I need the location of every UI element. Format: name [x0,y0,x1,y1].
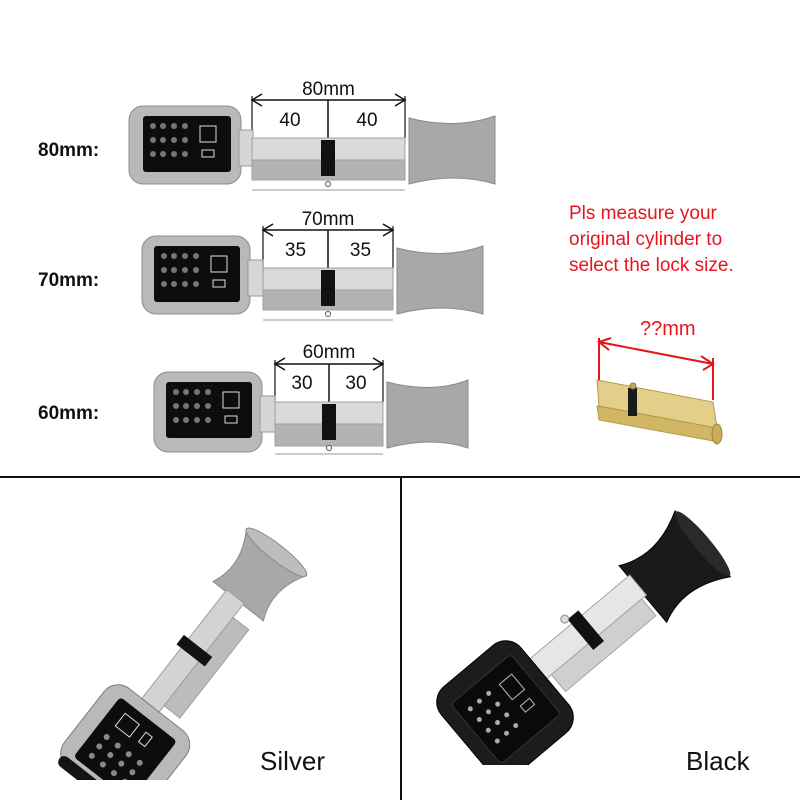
measure-label: ??mm [640,318,696,340]
section-divider-vertical [400,477,402,800]
dimension-right-half: 30 [345,373,367,394]
brass-cylinder-illustration [596,337,723,445]
size-label: 70mm: [38,270,100,291]
note-line: original cylinder to [569,229,723,250]
note-line: select the lock size. [569,255,734,276]
dimension-right-half: 40 [356,110,378,131]
size-label: 60mm: [38,403,100,424]
lock-diagram-80mm [128,93,496,191]
lock-diagram-70mm [141,223,484,321]
dimension-total: 80mm [302,79,355,100]
dimension-total: 60mm [302,342,356,363]
black-lock-photo [436,509,732,765]
size-label: 80mm: [38,140,100,161]
variant-label: Silver [260,746,326,776]
dimension-left-half: 35 [284,240,307,261]
variant-label: Black [686,746,750,776]
silver-lock-photo [58,527,308,780]
lock-diagram-60mm [153,357,469,455]
dimension-left-half: 40 [279,110,301,131]
dimension-right-half: 35 [349,240,372,261]
dimension-total: 70mm [301,209,355,230]
measure-note: Pls measure your original cylinder to se… [569,201,734,279]
dimension-left-half: 30 [291,373,313,394]
note-line: Pls measure your [569,203,717,224]
